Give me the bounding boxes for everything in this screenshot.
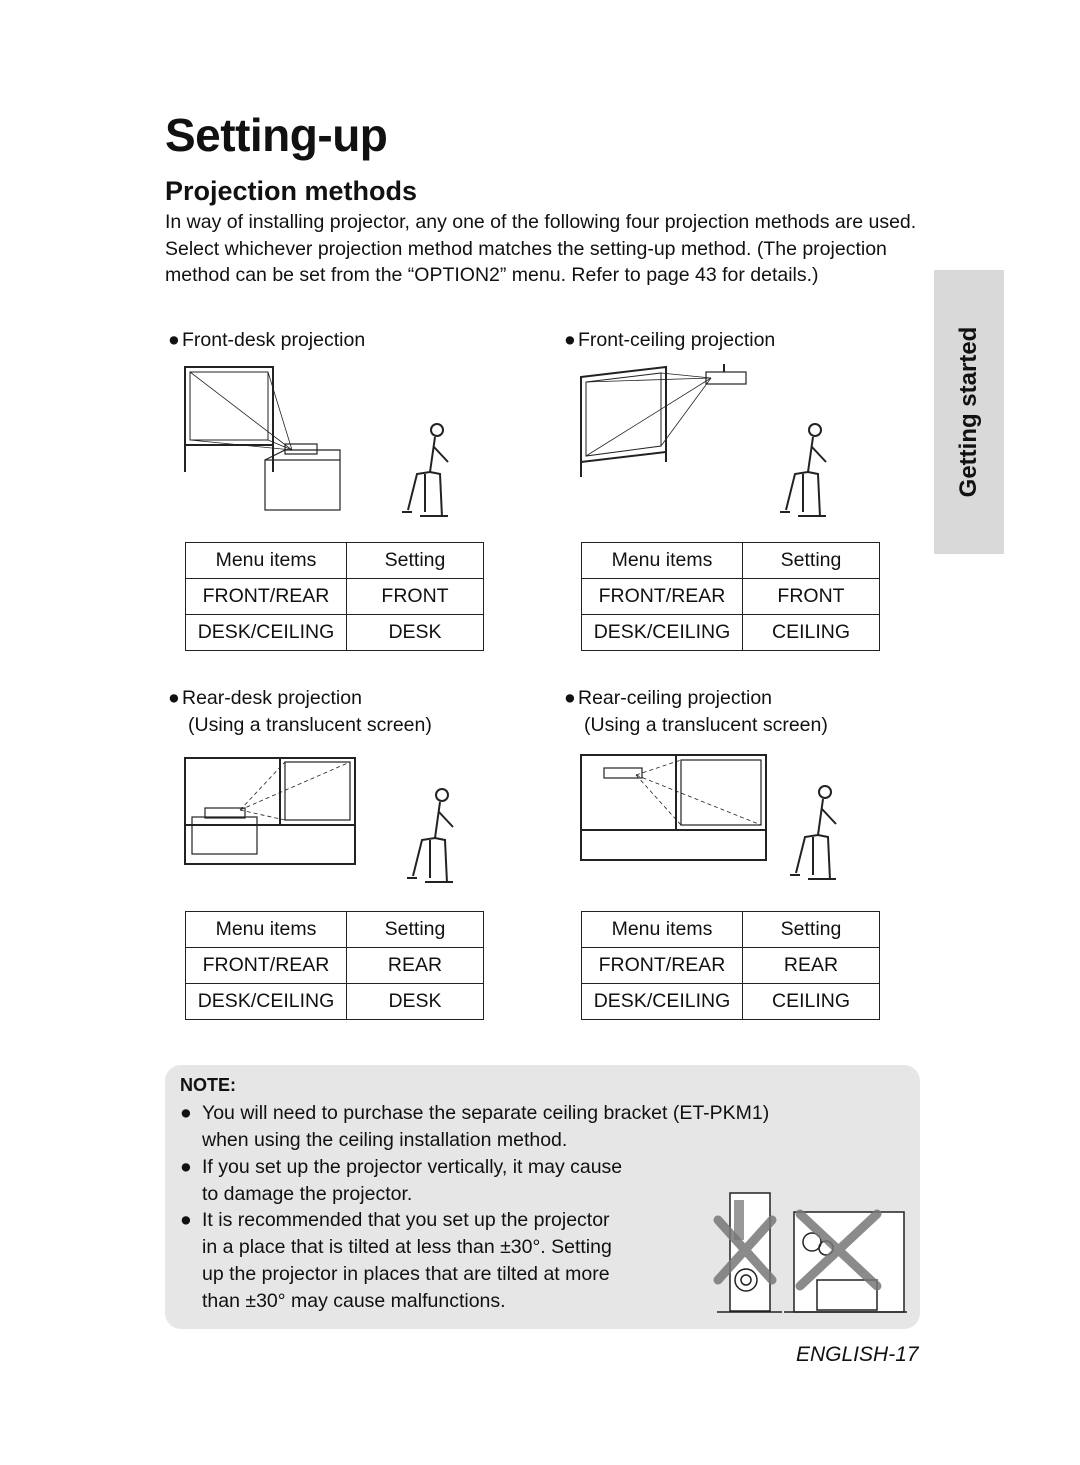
intro-paragraph: In way of installing projector, any one … (165, 211, 917, 286)
bullet-icon: ● (168, 329, 180, 351)
caption-rear-ceiling: ●Rear-ceiling projection (Using a transl… (564, 687, 828, 736)
note-heading: NOTE: (180, 1075, 236, 1095)
page-number: -17 (888, 1343, 919, 1366)
bullet-icon: ● (564, 687, 576, 709)
bullet-icon: ● (168, 687, 180, 709)
front-ceiling-illustration (580, 364, 827, 518)
bullet-icon: ● (180, 1209, 192, 1231)
caption-rear-desk-note: (Using a translucent screen) (188, 714, 432, 736)
note-item: ●You will need to purchase the separate … (180, 1102, 770, 1151)
side-tab: Getting started (934, 270, 1004, 554)
bullet-icon: ● (564, 329, 576, 351)
section-heading: Projection methods (165, 176, 418, 206)
front-desk-illustration (184, 366, 449, 518)
caption-rear-ceiling-note: (Using a translucent screen) (584, 714, 828, 736)
footer-label: ENGLISH (796, 1343, 889, 1366)
page-footer: ENGLISH-17 (796, 1343, 919, 1367)
bullet-icon: ● (180, 1102, 192, 1124)
caption-rear-desk: ●Rear-desk projection (Using a transluce… (168, 687, 432, 736)
note-item: ●It is recommended that you set up the p… (180, 1209, 612, 1312)
note-item: ●If you set up the projector vertically,… (180, 1156, 623, 1205)
caption-front-desk: ●Front-desk projection (168, 327, 365, 354)
rear-desk-illustration (184, 757, 454, 884)
vertical-projector-warning-illustration (713, 1192, 907, 1313)
page-title: Setting-up (165, 109, 388, 161)
rear-ceiling-illustration (580, 754, 837, 881)
caption-front-ceiling: ●Front-ceiling projection (564, 327, 775, 354)
side-tab-label: Getting started (955, 326, 982, 498)
bullet-icon: ● (180, 1156, 192, 1178)
